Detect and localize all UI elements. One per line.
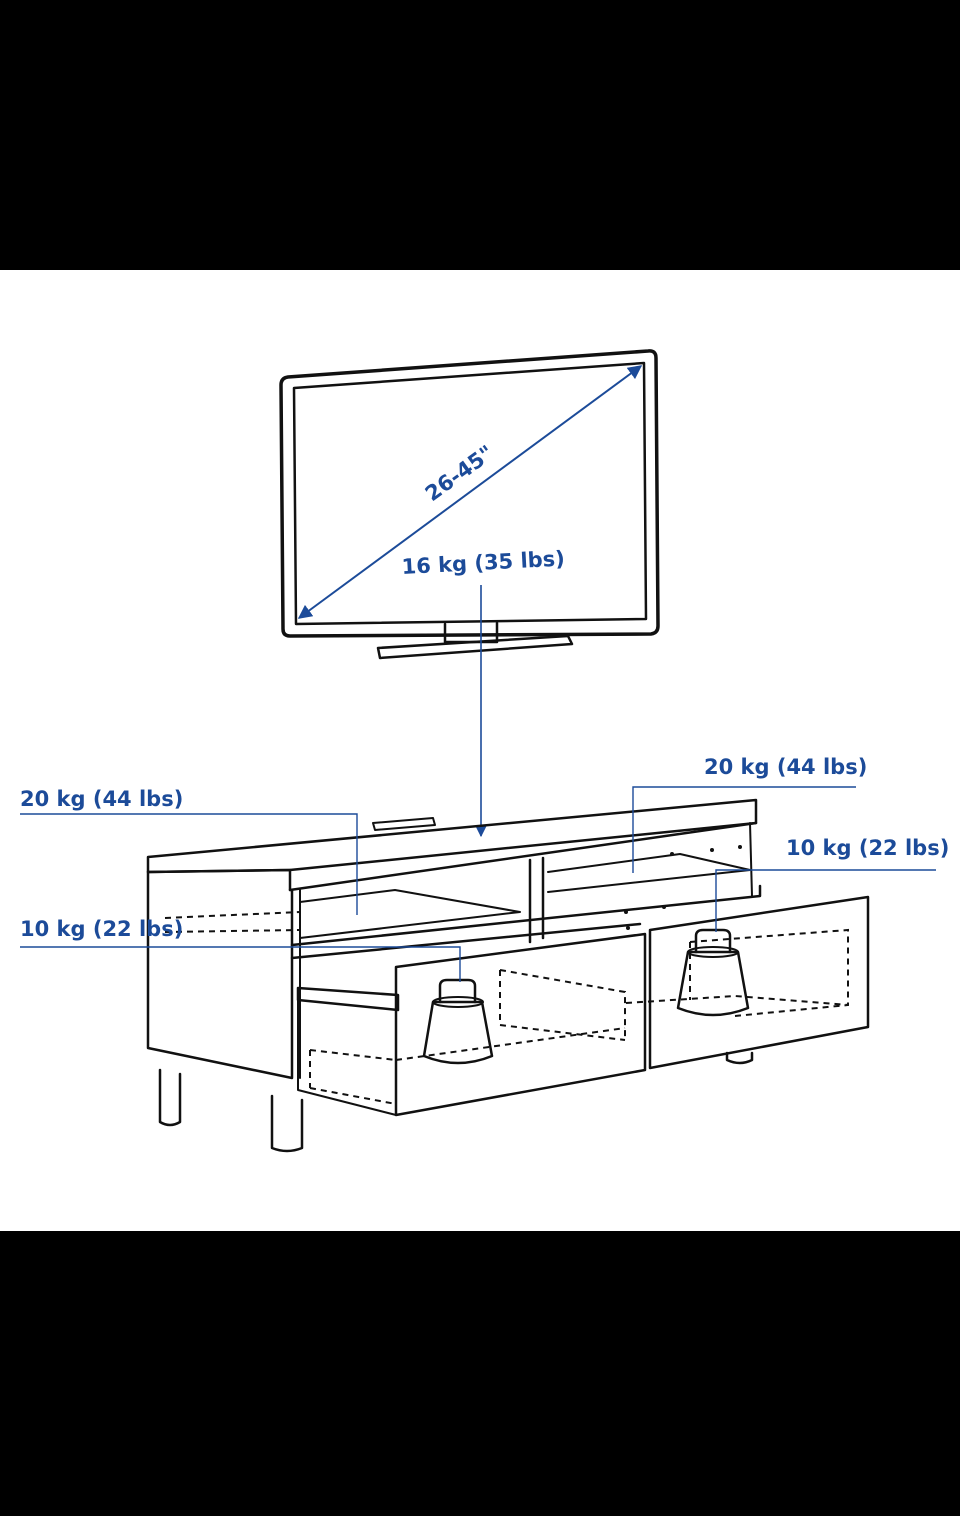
- bench-left-side: [146, 870, 294, 1080]
- left-drawer-leader: [20, 946, 461, 982]
- leg-front-center: [270, 1094, 304, 1153]
- right-shelf: [547, 853, 751, 893]
- weight-left: [422, 1000, 494, 1065]
- top-left-shelf-leader: [20, 813, 358, 915]
- shelf-pin-holes: [624, 845, 742, 930]
- top-right-shelf-leader: [632, 786, 856, 873]
- top-right-shelf-label: 20 kg (44 lbs): [704, 755, 867, 779]
- tv-weight-label: 16 kg (35 lbs): [401, 546, 565, 579]
- top-letterbox-bar: [0, 0, 960, 270]
- tv-illustration: 26-45": [279, 349, 660, 660]
- tv-bench-illustration: [146, 798, 762, 1153]
- tv-stand-base: [376, 634, 574, 660]
- left-drawer-front: [394, 932, 647, 1117]
- cable-slot: [372, 817, 436, 831]
- tv-outer-frame: [279, 349, 660, 638]
- weight-right: [676, 950, 750, 1017]
- right-drawer-leader: [715, 869, 936, 932]
- left-drawer: [297, 932, 647, 1117]
- screen-size-label: 26-45": [421, 441, 498, 506]
- diagram-canvas: 26-45" 16 kg (35 lbs): [0, 270, 960, 1231]
- screen-diagonal-arrow: [297, 365, 643, 619]
- bench-top-surface: [146, 798, 758, 874]
- center-divider: [528, 856, 545, 944]
- right-drawer: [625, 895, 870, 1070]
- top-left-shelf-label: 20 kg (44 lbs): [20, 787, 183, 811]
- tv-bench-load-diagram: 26-45" 16 kg (35 lbs): [20, 349, 949, 1153]
- right-drawer-front: [648, 895, 870, 1070]
- left-drawer-label: 10 kg (22 lbs): [20, 917, 183, 941]
- right-drawer-label: 10 kg (22 lbs): [786, 836, 949, 860]
- leg-back-right: [725, 1051, 754, 1065]
- leg-front-left: [158, 1068, 182, 1127]
- bottom-letterbox-bar: [0, 1231, 960, 1516]
- left-shelf: [299, 889, 521, 939]
- tv-stand-neck: [443, 621, 499, 644]
